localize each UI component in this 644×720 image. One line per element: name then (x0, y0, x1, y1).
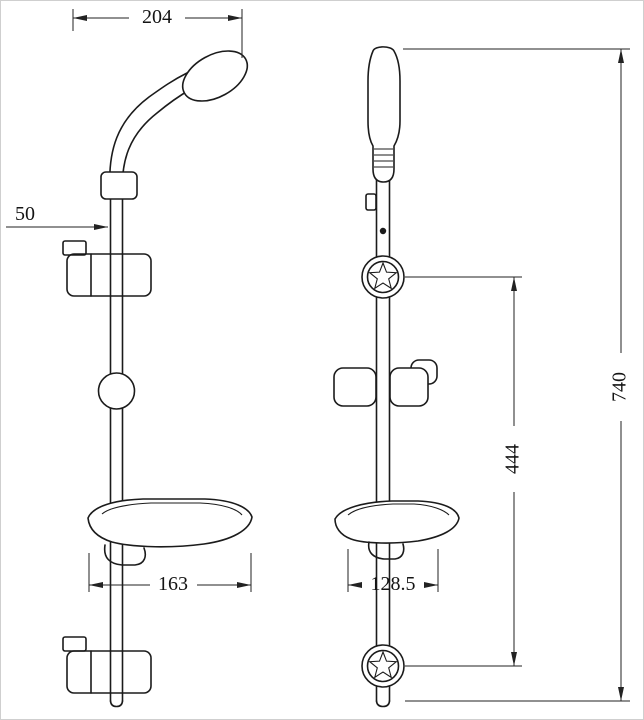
side-shower-head (367, 46, 401, 183)
slider-body-left (333, 367, 377, 407)
shower-holder-clamp (100, 171, 138, 200)
dim-overall-height: 740 (403, 48, 631, 702)
dim-front-dish-width: 163 (88, 553, 252, 595)
hand-shower (108, 50, 249, 194)
dish-outline (334, 500, 460, 544)
slider-knob (97, 372, 136, 410)
bracket-body (66, 650, 152, 694)
soap-dish-front (87, 498, 253, 566)
dim-label-163: 163 (158, 573, 188, 595)
slider-body-right (389, 367, 429, 407)
dim-label-204: 204 (142, 6, 172, 28)
bottom-wall-bracket (62, 636, 152, 694)
dim-label-50: 50 (15, 203, 35, 225)
handle-right-edge (121, 88, 192, 194)
front-view (62, 50, 253, 708)
dim-flange-span: 444 (405, 276, 524, 667)
top-wall-bracket (62, 240, 152, 297)
dimensions: 204 50 163 128.5 444 (6, 6, 631, 702)
shower-head (181, 50, 249, 102)
side-slider (333, 359, 438, 407)
soap-dish-side (334, 500, 460, 560)
front-rail (109, 172, 124, 708)
dim-label-128-5: 128.5 (371, 573, 416, 595)
dim-side-dish-width: 128.5 (347, 549, 439, 595)
screw-star-icon (368, 261, 398, 290)
pivot-dot (379, 227, 387, 235)
dish-bracket (103, 544, 147, 566)
dim-label-740: 740 (609, 372, 631, 402)
mount-flange-bottom (361, 644, 405, 688)
mount-flange-top (361, 255, 405, 299)
dish-inner-rim (101, 502, 243, 516)
side-view (333, 46, 460, 708)
dish-inner-rim (347, 503, 450, 516)
rail-lug (365, 193, 377, 211)
dim-label-444: 444 (502, 444, 524, 474)
bracket-body (66, 253, 152, 297)
bracket-tab (62, 636, 87, 652)
screw-star-icon (368, 650, 398, 679)
dish-bracket (367, 541, 405, 560)
dim-top-width: 204 (72, 6, 243, 58)
dim-left-offset: 50 (6, 203, 108, 230)
dish-outline (87, 498, 253, 548)
handle-left-edge (108, 72, 188, 190)
grip-hatch-lines (374, 148, 393, 168)
bracket-tab (62, 240, 87, 256)
